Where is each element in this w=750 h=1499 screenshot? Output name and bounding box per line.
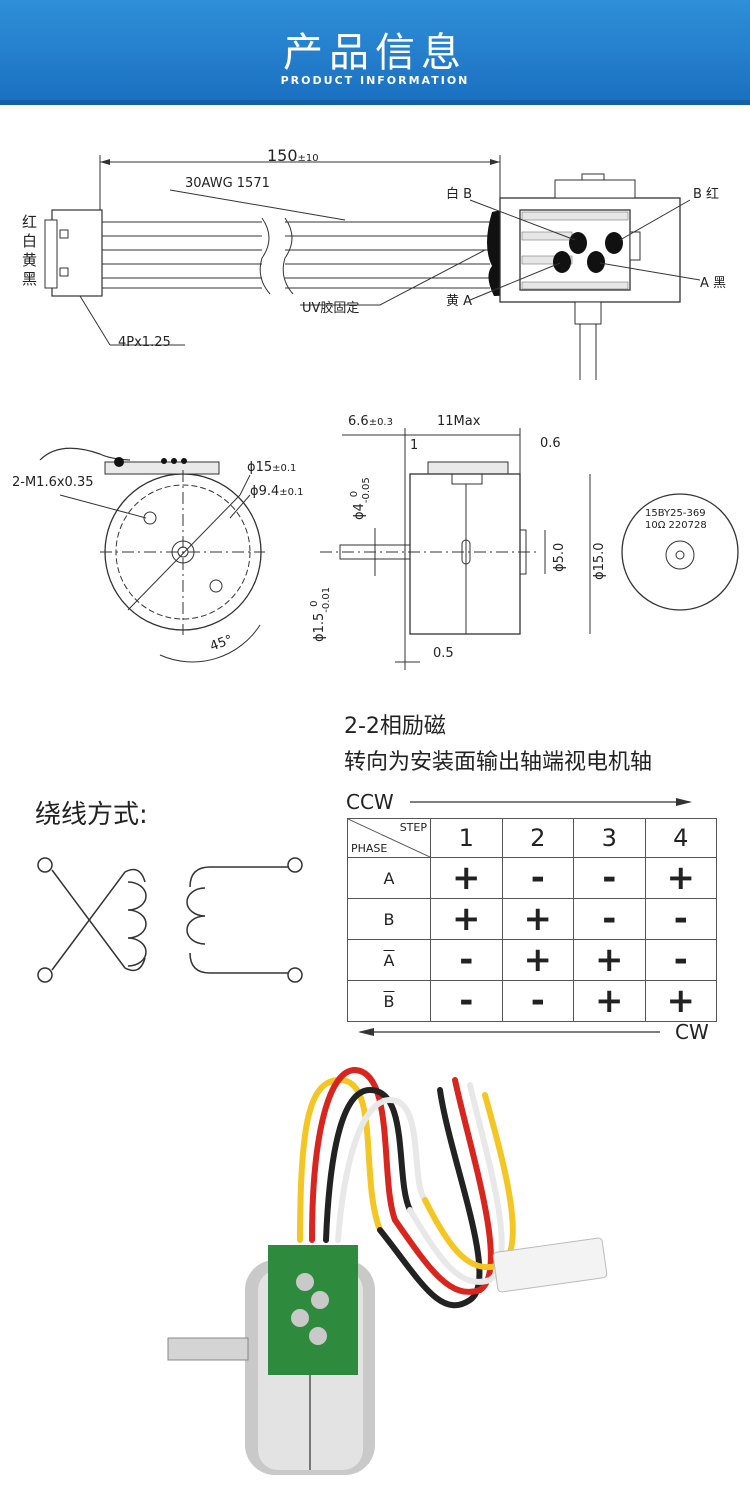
table-row: A + - - + [347,857,717,899]
wire-colors: 红白 黄黑 [22,213,38,288]
page-title: 产品信息 [283,30,467,76]
header-banner [0,0,750,105]
page-subtitle: PRODUCT INFORMATION [280,74,470,87]
sign-cell: - [430,939,503,981]
connector-shape [51,209,103,297]
sign-cell: - [644,939,717,981]
ccw-label: CCW [346,790,394,814]
shaft-diameter-4: ϕ4-0.050 [349,477,372,520]
pin-a-black: A 黑 [700,276,727,291]
side-drawing [44,155,701,380]
sign-cell: + [501,898,574,940]
phase-a: A [347,857,431,899]
pin-b-red: B 红 [693,187,720,202]
step-2: 2 [501,818,574,858]
length-dim: 150±10 [267,146,319,165]
phase-b: B [347,898,431,940]
dim-1: 1 [410,438,419,453]
sign-cell: + [430,857,503,899]
sign-cell: + [644,857,717,899]
excitation-mode: 2-2相励磁 [344,714,446,739]
pin-b-white: 白 B [446,187,473,202]
step-1: 1 [430,818,503,858]
sign-cell: + [573,939,646,981]
step-4: 4 [644,818,717,858]
sign-cell: - [573,898,646,940]
motor-label-spec: 10Ω 220728 [645,520,707,531]
sign-cell: - [573,857,646,899]
dim-6-6: 6.6±0.3 [348,414,393,429]
boss-diameter: ϕ5.0 [552,542,567,572]
excitation-table: STEP PHASE 1 2 3 4 A + - - + B + + - - A [347,818,717,1022]
cw-label: CW [675,1020,709,1044]
table-row: B - - + + [347,980,717,1022]
body-diameter: ϕ15.0 [592,542,607,580]
winding-coil-icon [186,857,303,983]
table-header-corner: STEP PHASE [347,818,431,858]
phase-b-bar: B [347,980,431,1022]
winding-and-arrows [37,798,692,1036]
sign-cell: + [644,980,717,1022]
sign-cell: + [573,980,646,1022]
dim-11max: 11Max [437,414,481,429]
sign-cell: + [501,939,574,981]
phase-a-bar: A [347,939,431,981]
sign-cell: + [430,898,503,940]
cable-spec: 30AWG 1571 [185,176,270,191]
sign-cell: - [501,980,574,1022]
table-row: A - + + - [347,939,717,981]
glue-note: UV胶固定 [302,301,360,316]
sign-cell: - [644,898,717,940]
connector-spec: 4Px1.25 [118,335,171,350]
product-photo [167,1066,608,1475]
screw-spec: 2-M1.6x0.35 [12,475,94,490]
header-underline [0,100,750,105]
views-drawing [39,428,739,670]
rotation-note: 转向为安装面输出轴端视电机轴 [344,750,653,775]
inner-diameter: ϕ9.4±0.1 [250,484,304,499]
shaft-diameter-1-5: ϕ1.5-0.010 [309,586,332,642]
sign-cell: - [501,857,574,899]
sign-cell: - [430,980,503,1022]
dim-0-6: 0.6 [540,436,561,451]
outer-diameter: ϕ15±0.1 [247,460,297,475]
pin-a-yellow: 黄 A [446,294,473,309]
table-row: B + + - - [347,898,717,940]
winding-label: 绕线方式: [35,800,148,830]
winding-bipolar-icon [37,857,147,983]
step-3: 3 [573,818,646,858]
motor-label-model: 15BY25-369 [645,508,706,519]
dim-0-5: 0.5 [433,646,454,661]
